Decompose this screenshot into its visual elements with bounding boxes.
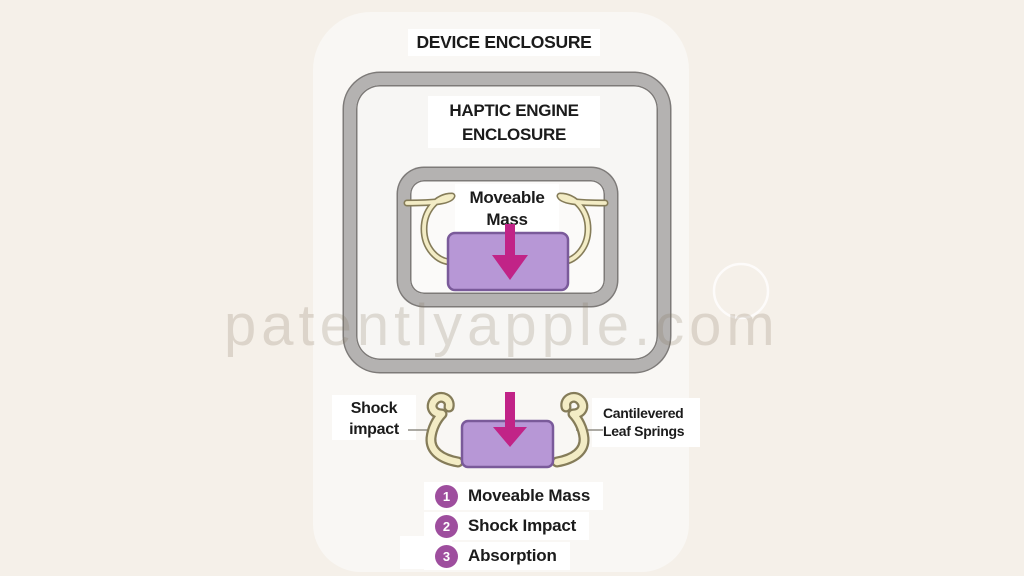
moveable-mass-text-line1: Moveable bbox=[469, 188, 545, 207]
haptic-engine-text-line2: ENCLOSURE bbox=[461, 125, 567, 144]
device-enclosure-text: DEVICE ENCLOSURE bbox=[416, 32, 592, 52]
legend-number-badge-1: 1 bbox=[435, 484, 458, 508]
haptic-engine-enclosure-label: HAPTIC ENGINE ENCLOSURE bbox=[428, 96, 600, 148]
legend-item-moveable-mass: 1 Moveable Mass bbox=[424, 482, 604, 510]
leaf-springs-text-line2: Leaf Springs bbox=[603, 423, 685, 439]
leaf-springs-text-line1: Cantilevered bbox=[603, 405, 684, 421]
legend-label-3: Absorption bbox=[468, 546, 557, 565]
legend-label-1: Moveable Mass bbox=[468, 486, 591, 505]
device-enclosure-label: DEVICE ENCLOSURE bbox=[408, 29, 600, 56]
legend-label-2: Shock Impact bbox=[468, 516, 577, 535]
watermark-text: patentlyapple.com bbox=[224, 293, 780, 358]
shock-impact-label: Shock impact bbox=[332, 395, 416, 440]
moveable-mass-label: Moveable Mass bbox=[455, 184, 559, 233]
shock-impact-text-line2: impact bbox=[349, 421, 399, 438]
moveable-mass-text-line2: Mass bbox=[486, 210, 528, 229]
legend-item-absorption: 3 Absorption bbox=[424, 542, 570, 570]
shock-impact-text-line1: Shock bbox=[350, 400, 398, 417]
cantilevered-leaf-springs-label: Cantilevered Leaf Springs bbox=[592, 398, 700, 447]
haptic-engine-text-line1: HAPTIC ENGINE bbox=[449, 101, 579, 120]
legend-item-shock-impact: 2 Shock Impact bbox=[424, 512, 590, 540]
legend: 1 Moveable Mass 2 Shock Impact 3 Absorpt… bbox=[424, 482, 604, 570]
legend-number-badge-2: 2 bbox=[435, 514, 458, 538]
legend-number-badge-3: 3 bbox=[435, 544, 458, 568]
